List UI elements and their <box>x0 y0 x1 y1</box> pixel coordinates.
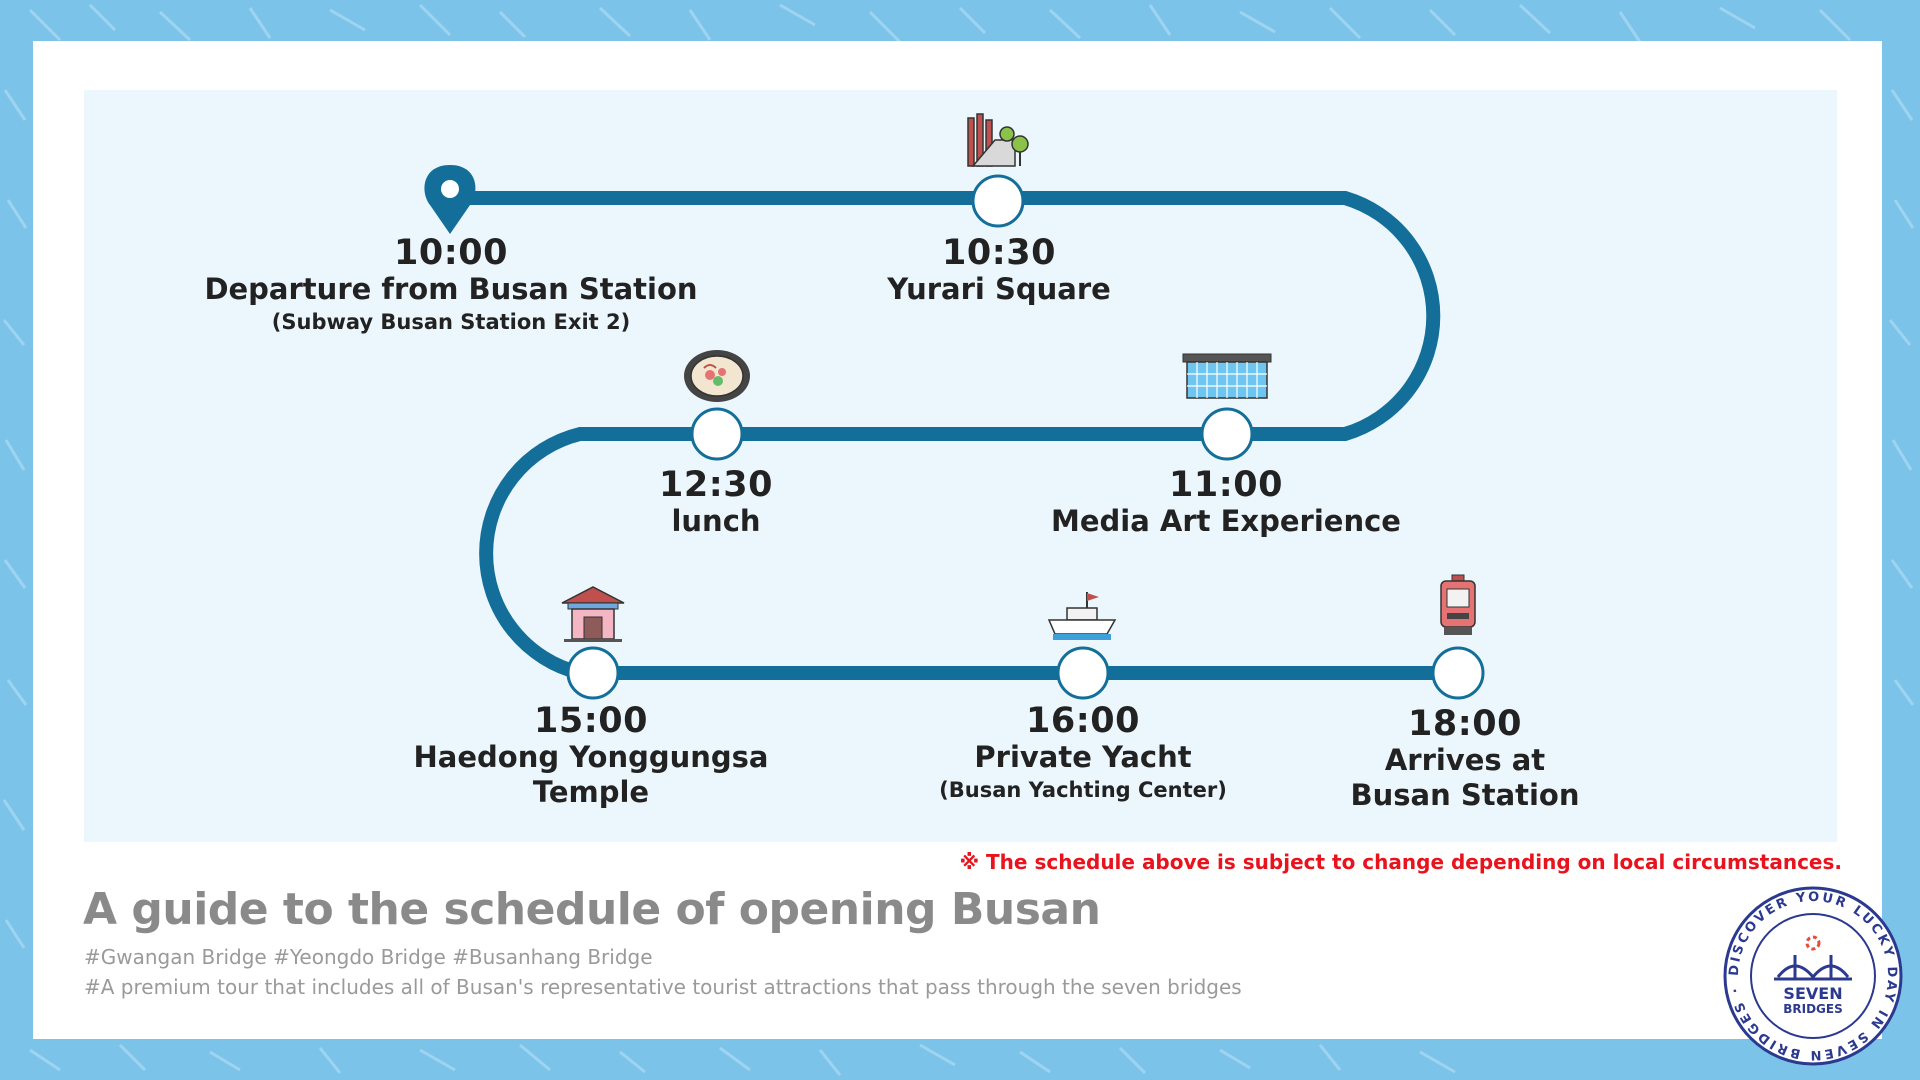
stop-place: Arrives at <box>1384 743 1546 777</box>
park-icon <box>967 113 1029 167</box>
hashtags-tour: #A premium tour that includes all of Bus… <box>84 975 1242 999</box>
stop-time: 11:00 <box>1169 465 1283 505</box>
stop-lunch: 12:30 lunch <box>659 466 773 539</box>
temple-icon <box>561 586 625 642</box>
stop-private-yacht: 16:00 Private Yacht (Busan Yachting Cent… <box>939 702 1227 805</box>
stop-subtitle: (Busan Yachting Center) <box>939 778 1227 802</box>
seven-bridges-badge: DISCOVER YOUR LUCKY DAY IN SEVEN BRIDGES… <box>1723 886 1903 1066</box>
stop-place: Media Art Experience <box>1051 504 1401 538</box>
stop-node-arrival <box>1431 646 1485 700</box>
stop-time: 18:00 <box>1408 704 1522 744</box>
stop-time: 10:30 <box>942 233 1056 273</box>
stop-time: 15:00 <box>534 701 648 741</box>
stop-place: lunch <box>671 504 761 538</box>
stop-subtitle: (Subway Busan Station Exit 2) <box>271 310 631 334</box>
stop-place-line2: Busan Station <box>1350 778 1580 812</box>
stop-node-temple <box>566 646 620 700</box>
stop-temple: 15:00 Haedong Yonggungsa Temple <box>414 702 769 810</box>
stop-place: Yurari Square <box>887 272 1111 306</box>
stop-place: Departure from Busan Station <box>204 272 698 306</box>
stop-node-yacht <box>1056 646 1110 700</box>
stop-media-art: 11:00 Media Art Experience <box>1051 466 1401 539</box>
building-icon <box>1182 353 1272 399</box>
badge-line2: BRIDGES <box>1783 1002 1843 1016</box>
hashtags-bridges: #Gwangan Bridge #Yeongdo Bridge #Busanha… <box>84 945 653 969</box>
stop-time: 10:00 <box>394 233 508 273</box>
schedule-notice: ※ The schedule above is subject to chang… <box>959 850 1842 874</box>
train-icon <box>1440 574 1476 635</box>
stop-departure: 10:00 Departure from Busan Station (Subw… <box>204 234 697 337</box>
food-bowl-icon <box>684 350 750 402</box>
stop-place-line2: Temple <box>532 775 650 809</box>
stop-time: 16:00 <box>1026 701 1140 741</box>
stop-time: 12:30 <box>659 465 773 505</box>
route-panel <box>84 90 1837 842</box>
stop-yurari-square: 10:30 Yurari Square <box>887 234 1111 307</box>
page-title: A guide to the schedule of opening Busan <box>83 884 1101 935</box>
stop-node-media-art <box>1200 407 1254 461</box>
stop-arrival: 18:00 Arrives at Busan Station <box>1350 705 1579 813</box>
stop-place: Haedong Yonggungsa <box>413 740 769 774</box>
stop-node-lunch <box>690 407 744 461</box>
stop-node-yurari <box>971 174 1025 228</box>
map-pin-icon <box>424 165 476 234</box>
yacht-icon <box>1047 592 1117 640</box>
badge-line1: SEVEN <box>1783 984 1842 1003</box>
stop-place: Private Yacht <box>974 740 1192 774</box>
